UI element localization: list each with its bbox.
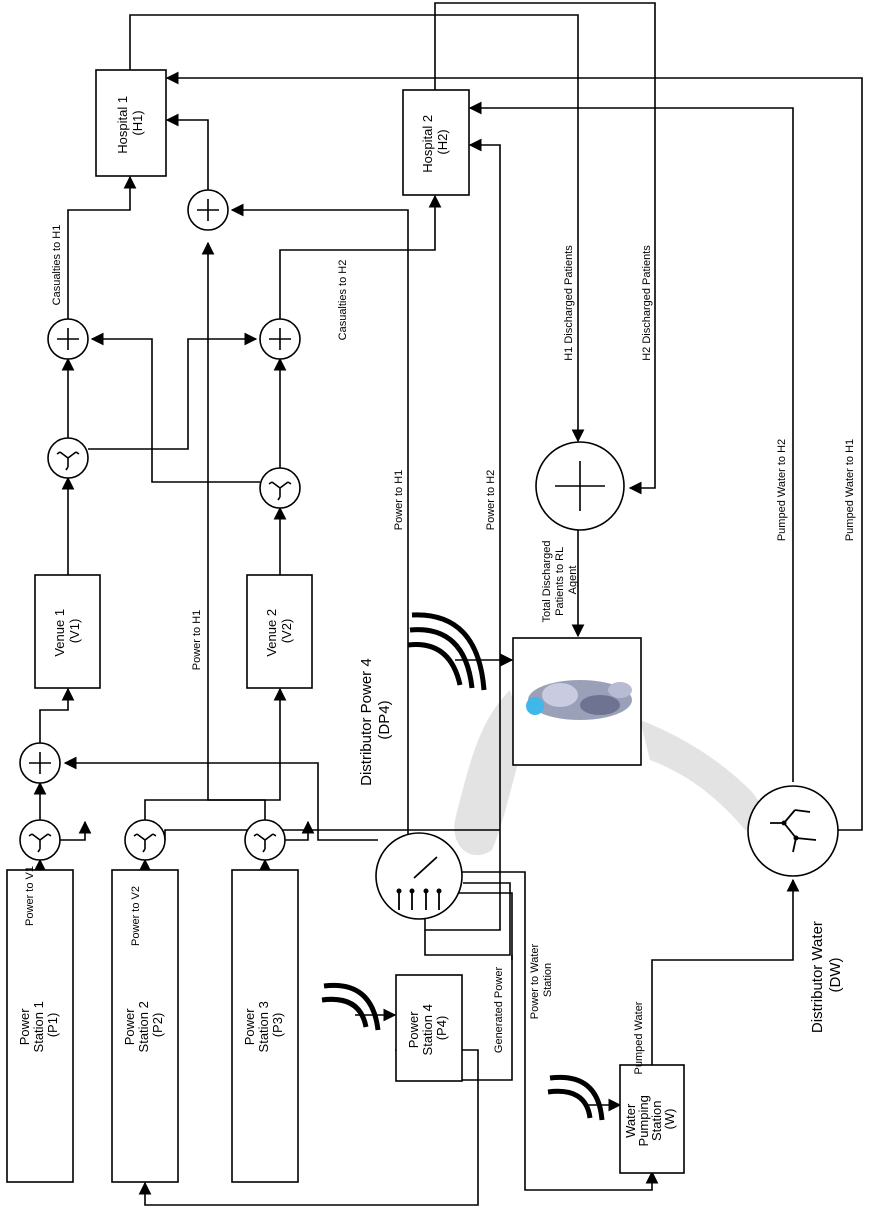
svg-text:Power Station 1 (P: Power Station 1 (P1) xyxy=(17,998,60,1053)
label-casualties-h1: Casualties to H1 xyxy=(51,225,63,306)
venue-1-id: (V1) xyxy=(67,619,82,644)
wireless-icon-p4 xyxy=(321,982,381,1031)
sum-h1-power xyxy=(187,189,229,231)
splitter-v1 xyxy=(47,437,89,479)
splitter-v2 xyxy=(259,467,301,509)
sum-v1 xyxy=(19,742,61,784)
distributor-power-node xyxy=(375,832,463,920)
hospital-2-id: (H2) xyxy=(435,129,450,154)
svg-text:Venue 2 (V2): Venue 2 (V2) xyxy=(264,605,294,656)
svg-text:Hospital 2 (H2): Hospital 2 (H2) xyxy=(420,111,450,172)
robot-arms-illustration xyxy=(454,690,763,856)
sum-discharged xyxy=(535,441,625,531)
wireless-icon-water xyxy=(547,1074,605,1121)
label-power-v1: Power to V1 xyxy=(24,866,36,926)
label-casualties-h2: Casualties to H2 xyxy=(337,260,349,341)
sum-h2-casualties xyxy=(259,318,301,360)
robot-icon xyxy=(526,680,632,720)
water-station-block: Water Pumping Station (W) xyxy=(619,1064,685,1174)
svg-text:Hospital 1 (H1): Hospital 1 (H1) xyxy=(115,92,145,153)
sum-h1-casualties xyxy=(47,318,89,360)
label-power-water-2: Station xyxy=(542,963,554,997)
svg-text:Power Station 3 (P: Power Station 3 (P3) xyxy=(242,998,285,1053)
svg-text:Power Station 2 (P: Power Station 2 (P2) xyxy=(122,998,165,1053)
label-pumped-water: Pumped Water xyxy=(633,1001,645,1074)
splitter-p3 xyxy=(244,819,286,861)
label-pumped-h1: Pumped Water to H1 xyxy=(844,439,856,541)
rl-agent-block xyxy=(512,637,642,766)
distributor-water-node xyxy=(747,785,839,877)
power-station-3-block: Power Station 3 (P3) xyxy=(231,869,299,1183)
hospital-1-block: Hospital 1 (H1) xyxy=(95,69,167,177)
connections xyxy=(33,2,863,1206)
wireless-icon-rl xyxy=(407,612,487,691)
svg-text:Power to Water Station: Power to Water Station xyxy=(529,941,554,1019)
label-power-h2: Power to H2 xyxy=(485,470,497,531)
venue-2-label: Venue 2 xyxy=(264,609,279,657)
hospital-1-label: Hospital 1 xyxy=(115,96,130,154)
svg-text:Water Pumping Stat: Water Pumping Station (W) xyxy=(623,1092,677,1147)
venue-1-block: Venue 1 (V1) xyxy=(34,574,101,689)
svg-text:Venue 1 (V1): Venue 1 (V1) xyxy=(52,605,82,656)
label-power-water-1: Power to Water xyxy=(529,944,541,1020)
splitter-p2 xyxy=(124,819,166,861)
venue-2-id: (V2) xyxy=(279,619,294,644)
total-discharged-label: Total Discharged Patients to RL Agent xyxy=(541,538,579,623)
label-h2-discharged: H2 Discharged Patients xyxy=(641,245,653,361)
hospital-2-label: Hospital 2 xyxy=(420,115,435,173)
label-power-h1-top: Power to H1 xyxy=(393,470,405,531)
power-station-2-block: Power Station 2 (P2) xyxy=(111,869,179,1183)
power-station-4-block: Power Station 4 (P4) xyxy=(395,974,463,1082)
signal-labels: Casualties to H1 Casualties to H2 H1 Dis… xyxy=(24,225,856,1075)
distributor-water-title: Distributor Water (DW) xyxy=(809,917,844,1033)
venue-2-block: Venue 2 (V2) xyxy=(246,574,313,689)
hospital-1-id: (H1) xyxy=(130,110,145,135)
label-power-h1-mid: Power to H1 xyxy=(191,610,203,671)
venue-1-label: Venue 1 xyxy=(52,609,67,657)
label-pumped-h2: Pumped Water to H2 xyxy=(776,439,788,541)
hospital-2-block: Hospital 2 (H2) xyxy=(402,89,470,196)
svg-text:Power Station 4 (P: Power Station 4 (P4) xyxy=(406,1001,449,1056)
splitter-p1 xyxy=(19,819,61,861)
power-station-1-block: Power Station 1 (P1) xyxy=(6,869,74,1183)
label-generated-power: Generated Power xyxy=(493,967,505,1054)
distributor-power-title: Distributor Power 4 (DP4) xyxy=(358,654,393,786)
label-power-v2: Power to V2 xyxy=(130,886,142,946)
label-h1-discharged: H1 Discharged Patients xyxy=(563,245,575,361)
